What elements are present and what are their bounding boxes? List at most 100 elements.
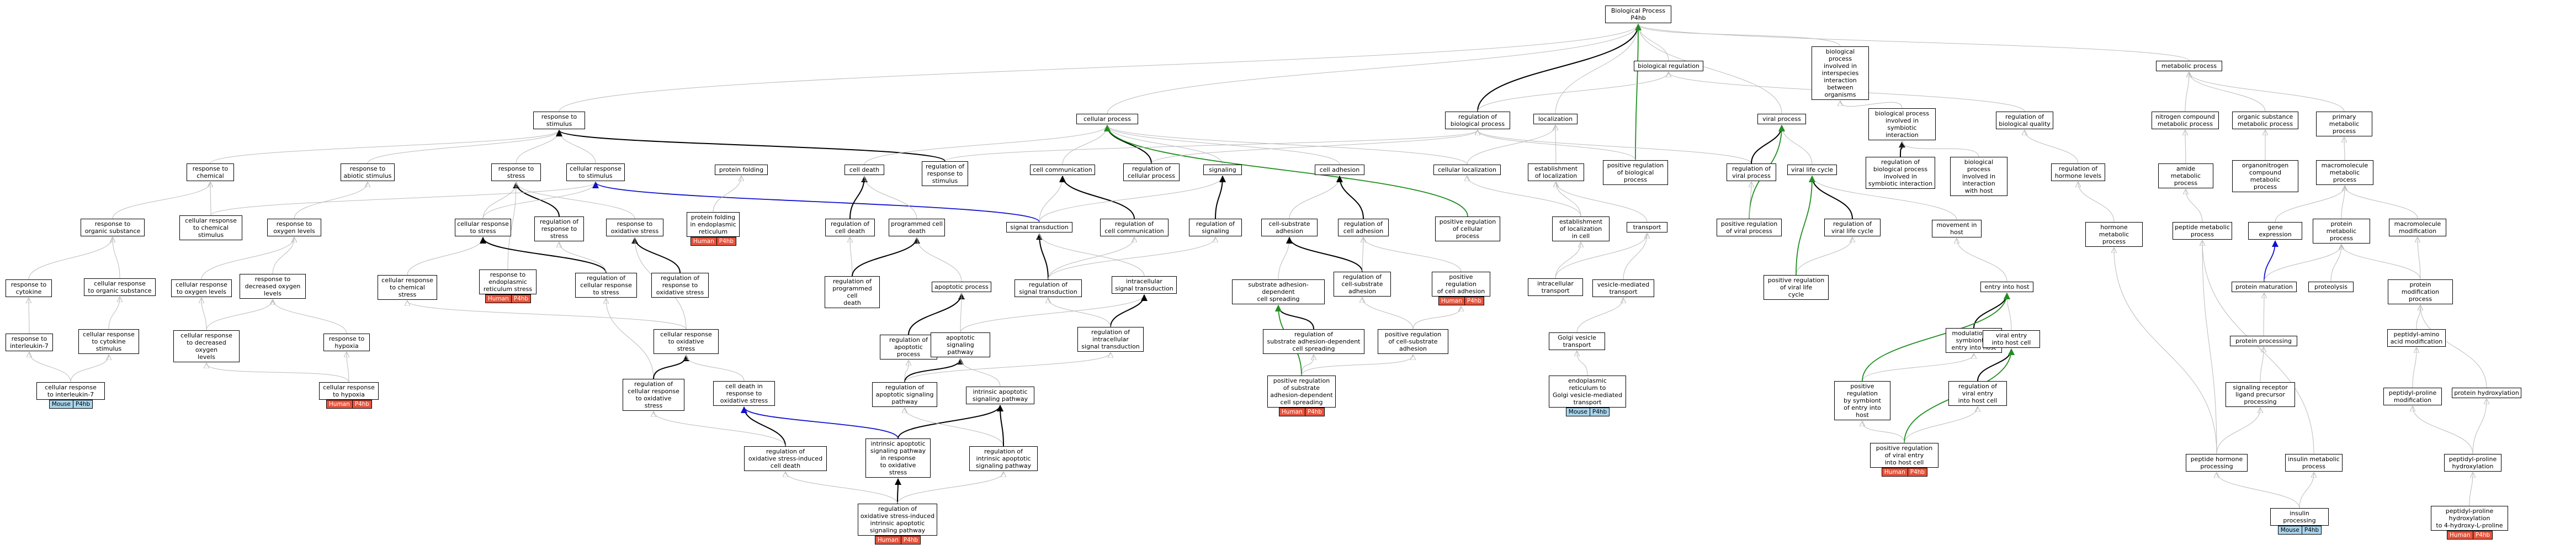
go-term-reg-sig-trans[interactable]: regulation of signal transduction xyxy=(1015,279,1082,297)
go-term-reg-signaling[interactable]: regulation of signaling xyxy=(1189,219,1242,236)
go-term-reg-viral[interactable]: regulation of viral process xyxy=(1727,163,1776,181)
go-term-resp-chem[interactable]: response to chemical xyxy=(187,163,234,181)
go-term-er-golgi[interactable]: endoplasmic reticulum to Golgi vesicle-m… xyxy=(1549,376,1626,416)
go-term-reg-cell-comm[interactable]: regulation of cell communication xyxy=(1100,219,1169,236)
go-term-reg-ox-cell-death[interactable]: regulation of oxidative stress-induced c… xyxy=(744,446,827,471)
go-term-reg-hormone[interactable]: regulation of hormone levels xyxy=(2051,163,2105,181)
go-term-viral-entry-host-cell[interactable]: viral entry into host cell xyxy=(1983,330,2040,348)
go-term-reg-cell-adh[interactable]: regulation of cell adhesion xyxy=(1338,219,1389,236)
go-term-peptidyl-aa-mod[interactable]: peptidyl-amino acid modification xyxy=(2387,329,2446,347)
go-term-reg-resp-stress[interactable]: regulation of response to stress xyxy=(534,216,584,241)
go-term-resp-organic[interactable]: response to organic substance xyxy=(81,219,145,236)
go-term-viral-life[interactable]: viral life cycle xyxy=(1787,165,1837,175)
go-term-cell-resp-cytokine[interactable]: cellular response to cytokine stimulus xyxy=(78,329,139,354)
go-term-reg-biol-quality[interactable]: regulation of biological quality xyxy=(1996,112,2053,129)
go-term-reg-ox-intrinsic[interactable]: regulation of oxidative stress-induced i… xyxy=(858,504,937,545)
go-term-cell-proc[interactable]: cellular process xyxy=(1076,114,1138,124)
go-term-hormone-met[interactable]: hormone metabolic process xyxy=(2085,222,2143,247)
go-term-cell-adhesion[interactable]: cell adhesion xyxy=(1315,165,1364,175)
go-term-resp-dec-oxygen[interactable]: response to decreased oxygen levels xyxy=(240,274,306,299)
go-term-cell-resp-oxstress[interactable]: cellular response to oxidative stress xyxy=(654,329,719,354)
go-term-proteolysis[interactable]: proteolysis xyxy=(2308,282,2354,292)
go-term-subst-adh-spread[interactable]: substrate adhesion-dependent cell spread… xyxy=(1232,279,1325,304)
go-term-intrinsic-apop-oxstress[interactable]: intrinsic apoptotic signaling pathway in… xyxy=(865,438,931,478)
go-term-localization[interactable]: localization xyxy=(1533,114,1578,124)
go-term-peptide-hormone[interactable]: peptide hormone processing xyxy=(2186,454,2248,472)
go-term-reg-bp-symb[interactable]: regulation of biological process involve… xyxy=(1866,157,1935,189)
go-term-protein-folding[interactable]: protein folding xyxy=(715,165,768,175)
go-term-entry-host[interactable]: entry into host xyxy=(1980,282,2033,292)
go-term-intracell-sig[interactable]: intracellular signal transduction xyxy=(1112,276,1177,294)
go-term-resp-oxstress[interactable]: response to oxidative stress xyxy=(606,219,663,236)
go-term-resp-cytokine[interactable]: response to cytokine xyxy=(6,279,52,297)
go-term-amide-met[interactable]: amide metabolic process xyxy=(2158,163,2213,188)
go-term-peptidyl-proline-hydrox[interactable]: peptidyl-proline hydroxylation xyxy=(2444,454,2501,472)
go-term-pos-reg-viral-life[interactable]: positive regulation of viral life cycle xyxy=(1764,275,1829,300)
go-term-protein-mod[interactable]: protein modification process xyxy=(2388,279,2453,304)
go-term-cell-resp-chem[interactable]: cellular response to chemical stimulus xyxy=(179,215,242,240)
go-term-bp-host[interactable]: biological process involved in interacti… xyxy=(1950,157,2007,196)
go-term-primary-met[interactable]: primary metabolic process xyxy=(2316,112,2372,136)
go-term-reg-bp[interactable]: regulation of biological process xyxy=(1445,112,1510,129)
go-term-peptide-met[interactable]: peptide metabolic process xyxy=(2173,222,2232,240)
go-term-cell-localization[interactable]: cellular localization xyxy=(1433,165,1501,175)
go-term-cell-comm[interactable]: cell communication xyxy=(1030,165,1095,175)
go-term-cell-subst-adh[interactable]: cell-substrate adhesion xyxy=(1261,219,1318,236)
go-term-intracell-transport[interactable]: intracellular transport xyxy=(1528,278,1583,296)
go-term-transport[interactable]: transport xyxy=(1627,222,1667,232)
go-term-vesicle-transport[interactable]: vesicle-mediated transport xyxy=(1592,279,1654,297)
go-term-reg-apop-sig[interactable]: regulation of apoptotic signaling pathwa… xyxy=(872,382,937,407)
go-term-cell-death[interactable]: cell death xyxy=(844,165,884,175)
go-term-pf-er[interactable]: protein folding in endoplasmic reticulum… xyxy=(687,212,740,246)
go-term-signaling[interactable]: signaling xyxy=(1203,165,1242,175)
go-term-cell-resp-oxygen[interactable]: cellular response to oxygen levels xyxy=(171,279,232,297)
go-term-estab-cell[interactable]: establishment of localization in cell xyxy=(1552,216,1610,241)
go-term-resp-stim[interactable]: response to stimulus xyxy=(533,112,585,129)
go-term-reg-viral-life[interactable]: regulation of viral life cycle xyxy=(1824,219,1881,236)
go-term-metabolic[interactable]: metabolic process xyxy=(2156,61,2222,71)
go-term-interspecies[interactable]: biological process involved in interspec… xyxy=(1812,46,1869,100)
go-term-pos-reg-bp[interactable]: positive regulation of biological proces… xyxy=(1603,160,1668,185)
go-term-peptidyl-proline-mod[interactable]: peptidyl-proline modification xyxy=(2383,388,2442,405)
go-term-reg-intracell-sig[interactable]: regulation of intracellular signal trans… xyxy=(1077,327,1144,352)
go-term-cell-resp-organic[interactable]: cellular response to organic substance xyxy=(84,278,156,296)
go-term-resp-stress[interactable]: response to stress xyxy=(491,163,541,181)
go-term-pos-reg-cell-subst[interactable]: positive regulation of cell-substrate ad… xyxy=(1378,329,1448,354)
go-term-gene-expr[interactable]: gene expression xyxy=(2248,222,2302,240)
go-term-intrinsic-apop[interactable]: intrinsic apoptotic signaling pathway xyxy=(966,387,1034,404)
go-term-pos-reg-symb-entry[interactable]: positive regulation by symbiont of entry… xyxy=(1834,381,1890,420)
go-term-organonitrogen[interactable]: organonitrogen compound metabolic proces… xyxy=(2232,160,2298,192)
go-term-apoptotic[interactable]: apoptotic process xyxy=(932,282,991,292)
go-term-resp-er-stress[interactable]: response to endoplasmic reticulum stress… xyxy=(479,269,537,303)
go-term-sig-trans[interactable]: signal transduction xyxy=(1006,222,1072,232)
go-term-resp-oxygen[interactable]: response to oxygen levels xyxy=(267,219,321,236)
go-term-biolreg[interactable]: biological regulation xyxy=(1634,61,1703,71)
go-term-macromol-met[interactable]: macromolecule metabolic process xyxy=(2316,160,2373,185)
go-term-signaling-receptor-ligand[interactable]: signaling receptor ligand precursor proc… xyxy=(2226,382,2295,407)
go-term-resp-il7[interactable]: response to interleukin-7 xyxy=(6,334,53,351)
go-term-pos-reg-viral[interactable]: positive regulation of viral process xyxy=(1717,219,1782,236)
go-term-protein-met[interactable]: protein metabolic process xyxy=(2313,219,2370,244)
go-term-reg-resp-oxstress[interactable]: regulation of response to oxidative stre… xyxy=(651,273,709,298)
go-term-symbiotic[interactable]: biological process involved in symbiotic… xyxy=(1868,108,1936,140)
go-term-reg-resp-stim[interactable]: regulation of response to stimulus xyxy=(922,161,968,186)
go-term-reg-intrinsic-apop[interactable]: regulation of intrinsic apoptotic signal… xyxy=(969,446,1038,471)
go-term-reg-cell-subst-adh[interactable]: regulation of cell-substrate adhesion xyxy=(1334,272,1391,297)
go-term-bp[interactable]: Biological Process P4hb xyxy=(1605,6,1671,23)
go-term-pcd[interactable]: programmed cell death xyxy=(889,219,945,236)
go-term-reg-subst-spread[interactable]: regulation of substrate adhesion-depende… xyxy=(1263,329,1364,354)
go-term-movement-host[interactable]: movement in host xyxy=(1932,220,1982,237)
go-term-reg-cell-resp-oxstress[interactable]: regulation of cellular response to oxida… xyxy=(623,379,684,411)
go-term-estab-local[interactable]: establishment of localization xyxy=(1528,163,1584,181)
go-term-insulin-met[interactable]: insulin metabolic process xyxy=(2285,454,2343,472)
go-term-pos-reg-cell-proc[interactable]: positive regulation of cellular process xyxy=(1435,216,1500,241)
go-term-organic-subst-met[interactable]: organic substance metabolic process xyxy=(2232,112,2298,129)
go-term-resp-abiotic[interactable]: response to abiotic stimulus xyxy=(341,163,395,181)
go-term-cell-resp-chem-stress[interactable]: cellular response to chemical stress xyxy=(378,275,437,300)
go-term-protein-hydroxylation[interactable]: protein hydroxylation xyxy=(2452,388,2521,398)
go-term-protein-processing[interactable]: protein processing xyxy=(2230,336,2297,346)
go-term-cell-resp-dec-oxygen[interactable]: cellular response to decreased oxygen le… xyxy=(173,330,240,362)
go-term-resp-hypoxia[interactable]: response to hypoxia xyxy=(323,334,370,351)
